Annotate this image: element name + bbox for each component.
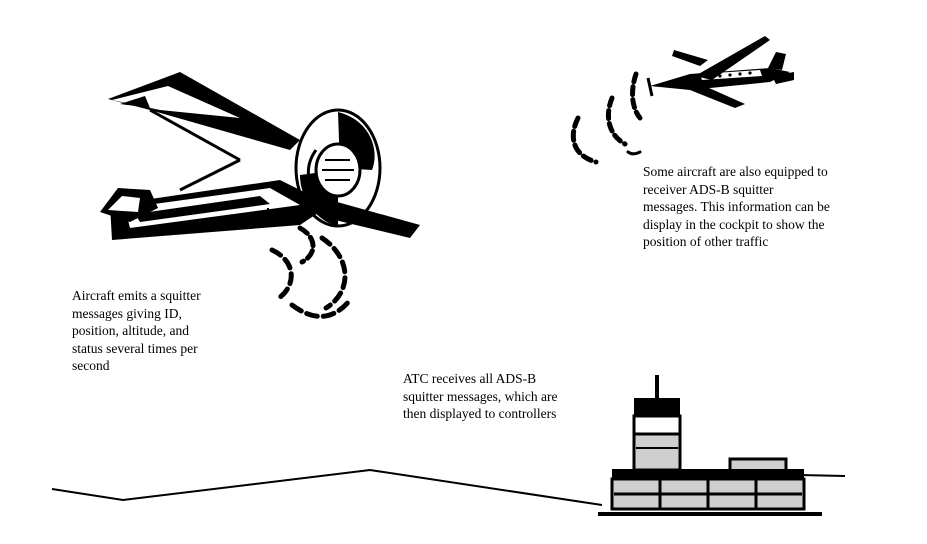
caption-atc-receives: ATC receives all ADS-B squitter messages…: [403, 371, 558, 421]
ground-line-right: [799, 474, 846, 477]
atc-tower-icon: [598, 375, 822, 516]
squitter-signal-icon: [269, 225, 353, 319]
caption-cockpit-display: Some aircraft are also equipped to recei…: [643, 164, 830, 249]
caption-aircraft-emits: Aircraft emits a squitter messages givin…: [72, 288, 201, 373]
large-aircraft-icon: [100, 72, 420, 240]
small-aircraft-icon: [646, 36, 794, 108]
ground-line: [51, 468, 603, 506]
squitter-signal-icon: [570, 71, 643, 165]
